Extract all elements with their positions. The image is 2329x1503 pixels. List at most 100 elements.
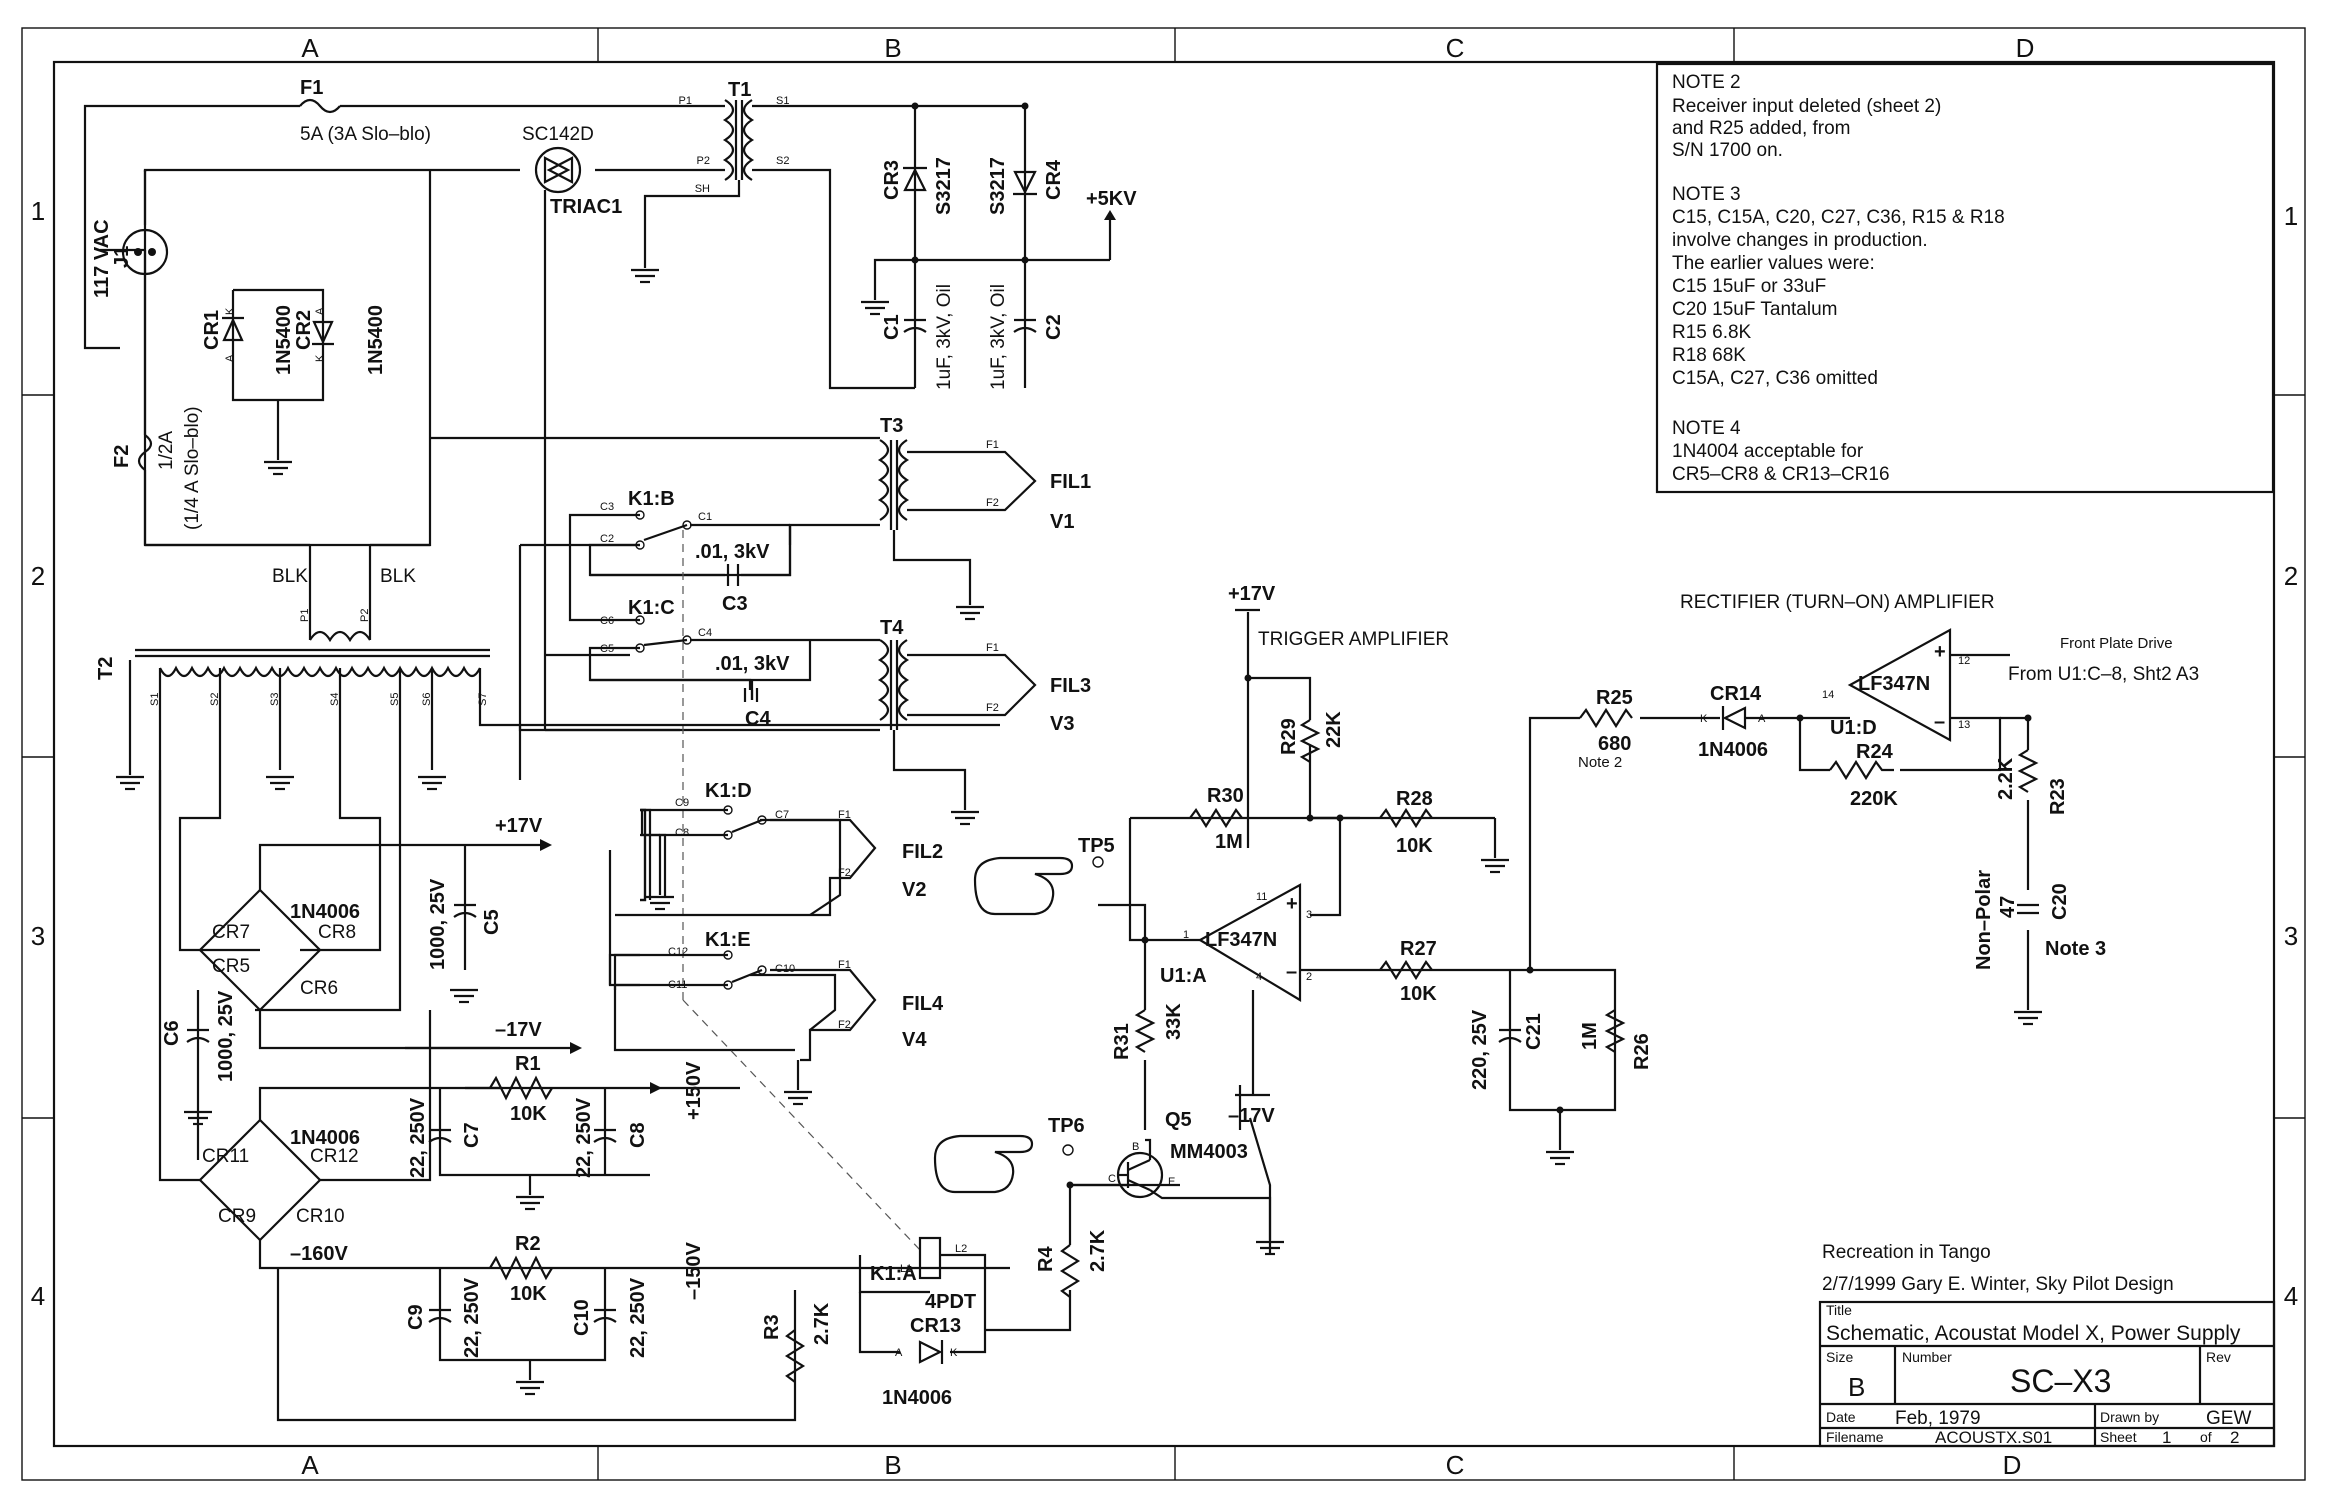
cr14-a-pin: A: [1758, 713, 1766, 725]
t2-s3-pin: S3: [269, 693, 281, 706]
col-label-b-bottom: B: [884, 1450, 901, 1480]
svg-text:1N4004 acceptable for: 1N4004 acceptable for: [1672, 441, 1864, 462]
c1-capacitor-symbol: [903, 318, 927, 333]
q5-c-pin: C: [1108, 1173, 1116, 1185]
bridge2-part: 1N4006: [290, 1127, 360, 1149]
svg-text:and R25 added, from: and R25 added, from: [1672, 118, 1851, 139]
r30-value: 1M: [1215, 831, 1243, 853]
title-label: Title: [1826, 1302, 1852, 1318]
c21-capacitor-symbol: [1498, 1028, 1522, 1043]
r25-label: R25: [1596, 687, 1633, 709]
credit-line-1: Recreation in Tango: [1822, 1242, 1991, 1263]
cr3-label: CR3: [881, 160, 903, 200]
cr11-label: CR11: [202, 1146, 249, 1167]
cr1-label: CR1: [201, 310, 223, 350]
title-block-frame: [1818, 1300, 2276, 1448]
k1d-c9-pin: C9: [675, 797, 689, 809]
size-label: Size: [1826, 1349, 1853, 1365]
ground-symbol: [631, 268, 659, 284]
t2-p2-pin: P2: [359, 609, 371, 622]
t4-label: T4: [880, 617, 904, 639]
relay-coil-wiring: [793, 1183, 1130, 1354]
cr10-label: CR10: [296, 1206, 345, 1227]
note-3: NOTE 3 C15, C15A, C20, C27, C36, R15 & R…: [1672, 184, 2005, 389]
svg-text:S/N 1700 on.: S/N 1700 on.: [1672, 140, 1783, 161]
c6-capacitor-symbol: [186, 1028, 210, 1043]
c6-value: 1000, 25V: [215, 990, 237, 1082]
col-label-c-bottom: C: [1446, 1450, 1465, 1480]
r4-label: R4: [1035, 1246, 1057, 1272]
t4-f1-pin: F1: [986, 642, 999, 654]
t1-transformer-symbol: [643, 99, 1027, 390]
c20-type: Non–Polar: [1973, 870, 1995, 970]
r23-value: 2.2K: [1995, 757, 2017, 800]
cr13-diode-symbol: [918, 1340, 944, 1364]
from-u1c: From U1:C–8, Sht2 A3: [2008, 664, 2199, 685]
r24-value: 220K: [1850, 788, 1898, 810]
filename-label: Filename: [1826, 1429, 1884, 1445]
c4-capacitor-symbol: [590, 678, 754, 700]
col-label-b: B: [884, 33, 901, 63]
r4-value: 2.7K: [1087, 1229, 1109, 1272]
row-label-4: 4: [31, 1281, 45, 1311]
fil2-wiring: [615, 808, 877, 917]
u1a-label: U1:A: [1160, 965, 1207, 987]
fil3-label: FIL3: [1050, 675, 1091, 697]
r23-resistor-symbol: [2017, 749, 2039, 793]
u1d-pin12: 12: [1958, 655, 1970, 667]
cr14-k-pin: K: [1700, 713, 1708, 725]
ground-symbol: [266, 775, 294, 791]
cr13-a-pin: A: [895, 1347, 903, 1359]
cr13-k-pin: K: [950, 1347, 958, 1359]
p150-label: +150V: [683, 1061, 705, 1120]
r1-value: 10K: [510, 1103, 547, 1125]
svg-text:C15A, C27, C36 omitted: C15A, C27, C36 omitted: [1672, 368, 1878, 389]
svg-text:C15 15uF or 33uF: C15 15uF or 33uF: [1672, 276, 1826, 297]
note-2: NOTE 2 Receiver input deleted (sheet 2) …: [1672, 72, 1941, 161]
u1d-plus: +: [1934, 641, 1946, 663]
t2-s1-pin: S1: [149, 693, 161, 706]
cr3-part: S3217: [933, 157, 955, 215]
of-label: of: [2200, 1429, 2212, 1445]
v5kv-arrow: [1104, 210, 1116, 220]
drawn-value: GEW: [2206, 1408, 2251, 1429]
p17-label: +17V: [495, 815, 543, 837]
svg-text:R18 68K: R18 68K: [1672, 345, 1746, 366]
r30-label: R30: [1207, 785, 1244, 807]
filename-value: ACOUSTX.S01: [1935, 1428, 2052, 1447]
c9-capacitor-symbol: [428, 1308, 452, 1323]
r28-label: R28: [1396, 788, 1433, 810]
q5-part: MM4003: [1170, 1141, 1248, 1163]
sheet-border: [21, 27, 2306, 1481]
svg-text:NOTE 2: NOTE 2: [1672, 72, 1741, 93]
k1c-c5-pin: C5: [600, 643, 614, 655]
ground-symbol: [516, 1195, 544, 1211]
u1a-pin3: 3: [1306, 909, 1312, 921]
cr4-part: S3217: [987, 157, 1009, 215]
f1-label: F1: [300, 77, 323, 99]
c20-value: 47: [1997, 896, 2019, 918]
tp6-label: TP6: [1048, 1115, 1085, 1137]
c8-value: 22, 250V: [573, 1097, 595, 1178]
fil2-f1-pin: F1: [838, 809, 851, 821]
cr14-diode-symbol: [1721, 706, 1747, 730]
c8-capacitor-symbol: [593, 1128, 617, 1143]
svg-text:CR5–CR8 & CR13–CR16: CR5–CR8 & CR13–CR16: [1672, 464, 1890, 485]
u1d-pin13: 13: [1958, 719, 1970, 731]
cr1-part: 1N5400: [273, 305, 295, 375]
c2-capacitor-symbol: [1013, 318, 1037, 333]
rev-label: Rev: [2206, 1349, 2231, 1365]
cr2-part: 1N5400: [365, 305, 387, 375]
k1e-label: K1:E: [705, 929, 751, 951]
ground-symbol: [956, 605, 984, 621]
t3-f1-pin: F1: [986, 439, 999, 451]
note-4: NOTE 4 1N4004 acceptable for CR5–CR8 & C…: [1672, 418, 1890, 485]
t2-s2-pin: S2: [209, 693, 221, 706]
u1a-part: LF347N: [1205, 929, 1277, 951]
c9-value: 22, 250V: [461, 1277, 483, 1358]
c7-label: C7: [461, 1122, 483, 1148]
r31-resistor-symbol: [1134, 1009, 1156, 1053]
cr13-label: CR13: [910, 1315, 961, 1337]
cr9-label: CR9: [218, 1206, 256, 1227]
col-label-a-bottom: A: [301, 1450, 319, 1480]
